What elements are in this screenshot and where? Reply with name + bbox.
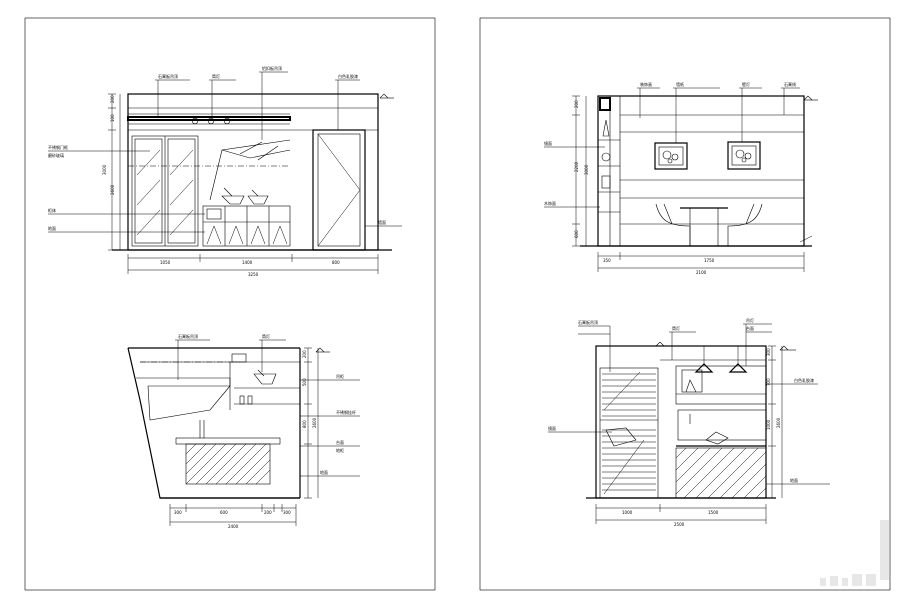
dim-c-v3: 3000: [584, 164, 589, 175]
dim-b-v2: 800: [302, 420, 307, 428]
sheet-frame-right: [479, 17, 891, 591]
dim-d-h2: 2500: [674, 522, 685, 527]
label-b-6: 地面: [320, 469, 328, 475]
dim-d-h0: 1000: [622, 510, 633, 515]
elevation-a-labels: 石膏板吊顶 筒灯 铝扣板吊顶 白色乳胶漆 不锈钢门框 磨砂玻璃 柜体 地面 墙面…: [48, 65, 386, 277]
label-d-1: 筒灯: [672, 325, 680, 331]
dim-c-v1: 2200: [574, 161, 579, 172]
label-c-0: 装饰画: [640, 81, 652, 87]
cabinet-hatch-b: [185, 443, 271, 485]
label-d-3: 白色乳胶漆: [794, 377, 814, 383]
elevation-b-labels: 石膏板吊顶 筒灯 吊柜 不锈钢挂杆 台面 地柜 地面 300 600 200 3…: [174, 333, 356, 529]
dim-b-v3: 2600: [312, 417, 317, 428]
elevation-b: [127, 339, 360, 526]
label-a-0: 石膏板吊顶: [158, 73, 178, 79]
dim-b-h2: 200: [264, 510, 272, 515]
label-d-5: 台面: [746, 325, 754, 331]
dim-a-v3: 3000: [102, 164, 107, 175]
dim-b-h4: 2400: [228, 524, 239, 529]
dim-a-h1: 1400: [242, 260, 253, 265]
label-a-6: 柜体: [48, 207, 56, 213]
label-a-3: 白色乳胶漆: [338, 73, 358, 79]
label-c-4: 镜面: [544, 140, 552, 146]
dim-b-v1: 500: [302, 378, 307, 386]
label-b-4: 台面: [336, 439, 344, 445]
label-b-3: 不锈钢挂杆: [336, 409, 356, 415]
label-b-1: 筒灯: [262, 333, 270, 339]
dim-d-v2: 1000: [766, 419, 771, 430]
dim-a-v1: 100: [110, 114, 115, 122]
label-a-5: 磨砂玻璃: [48, 152, 64, 158]
label-d-6: 地面: [790, 477, 798, 483]
elevation-c: [544, 87, 818, 272]
dim-d-v0: 300: [766, 348, 771, 356]
dim-a-v0: 200: [110, 95, 115, 103]
label-d-0: 石膏板吊顶: [578, 319, 598, 325]
cabinet-hatch-d: [675, 447, 767, 499]
label-b-2: 吊柜: [336, 373, 344, 379]
label-c-5: 木饰面: [544, 200, 556, 206]
dim-b-h3: 300: [283, 510, 291, 515]
label-d-2: 吊灯: [746, 317, 754, 323]
elevation-a: [48, 71, 402, 274]
dim-c-v0: 200: [574, 100, 579, 108]
label-a-1: 筒灯: [212, 73, 220, 79]
label-c-2: 壁灯: [742, 81, 750, 87]
watermark: [820, 520, 890, 586]
label-b-5: 地柜: [336, 447, 344, 453]
dim-d-v1: 700: [766, 378, 771, 386]
label-c-3: 石膏线: [784, 81, 796, 87]
dim-d-v3: 2600: [776, 417, 781, 428]
dim-b-h0: 300: [174, 510, 182, 515]
label-a-8: 墙面: [378, 219, 386, 225]
sheet-frame-left: [24, 17, 436, 591]
elevation-d-labels: 石膏板吊顶 筒灯 吊灯 白色乳胶漆 镜面 台面 地面 1000 1500 250…: [548, 317, 814, 527]
dim-a-h0: 1050: [160, 260, 171, 265]
label-b-0: 石膏板吊顶: [178, 333, 198, 339]
slats-d: [602, 373, 656, 491]
dim-b-v0: 200: [302, 350, 307, 358]
label-c-1: 墙纸: [676, 81, 684, 87]
label-a-7: 地面: [48, 225, 56, 231]
label-d-4: 镜面: [548, 425, 556, 431]
dim-a-h3: 3250: [248, 272, 259, 277]
dim-b-h1: 600: [220, 510, 228, 515]
dim-a-h2: 800: [332, 260, 340, 265]
dim-c-h1: 1750: [704, 258, 715, 263]
label-a-4: 不锈钢门框: [48, 144, 68, 150]
dim-c-h2: 2100: [696, 270, 707, 275]
dim-d-h1: 1500: [708, 510, 719, 515]
dim-c-v2: 600: [574, 230, 579, 238]
label-a-2: 铝扣板吊顶: [262, 65, 282, 71]
dim-a-v2: 2600: [110, 184, 115, 195]
elevation-d: [548, 323, 830, 524]
elevation-c-labels: 装饰画 墙纸 壁灯 石膏线 镜面 木饰面 350 1750 2100 200 2…: [544, 81, 796, 275]
dim-c-h0: 350: [603, 258, 611, 263]
